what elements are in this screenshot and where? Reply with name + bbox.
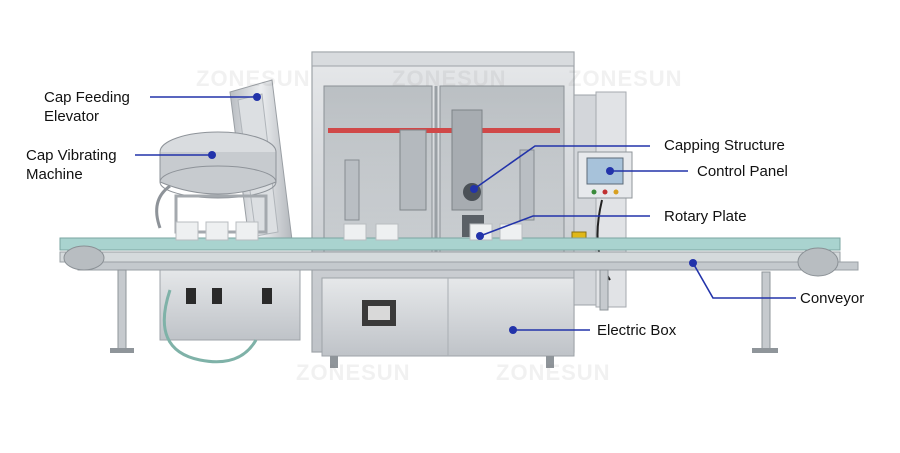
dot-capping-structure	[470, 185, 478, 193]
dot-cap-vibrating-machine	[208, 151, 216, 159]
left-base-cabinet	[159, 267, 301, 364]
dot-rotary-plate	[476, 232, 484, 240]
watermark: ZONESUN	[392, 66, 507, 91]
label-cap-vibrating-machine: Cap Vibrating Machine	[26, 146, 117, 184]
dot-conveyor	[689, 259, 697, 267]
electric-box-unit	[321, 277, 575, 357]
conveyor-rail	[59, 237, 859, 277]
label-line: Elevator	[44, 108, 100, 125]
label-line: Cap Feeding	[44, 89, 130, 106]
label-rotary-plate: Rotary Plate	[664, 208, 747, 225]
bottle-row	[175, 221, 523, 241]
cap-vibrating-bowl-unit	[155, 131, 277, 234]
label-line: Machine	[26, 166, 83, 183]
leader-conveyor	[692, 262, 796, 299]
glass-windows	[323, 85, 565, 267]
dot-electric-box	[509, 326, 517, 334]
label-conveyor: Conveyor	[800, 290, 865, 307]
watermark: ZONESUN	[568, 66, 683, 91]
leader-capping-structure	[473, 145, 650, 190]
dot-control-panel	[606, 167, 614, 175]
callout-dots	[208, 93, 697, 334]
leader-rotary-plate	[479, 215, 650, 237]
watermark: ZONESUN	[296, 360, 411, 385]
label-line: Cap Vibrating	[26, 147, 117, 164]
dot-cap-feeding-elevator	[253, 93, 261, 101]
watermark: ZONESUN	[496, 360, 611, 385]
label-electric-box: Electric Box	[597, 322, 677, 339]
label-cap-feeding-elevator: Cap Feeding Elevator	[44, 88, 130, 126]
label-control-panel: Control Panel	[697, 163, 788, 180]
callout-leaders	[135, 96, 796, 331]
label-capping-structure: Capping Structure	[664, 137, 785, 154]
machine-legs	[110, 269, 778, 368]
watermark: ZONESUN	[196, 66, 311, 91]
